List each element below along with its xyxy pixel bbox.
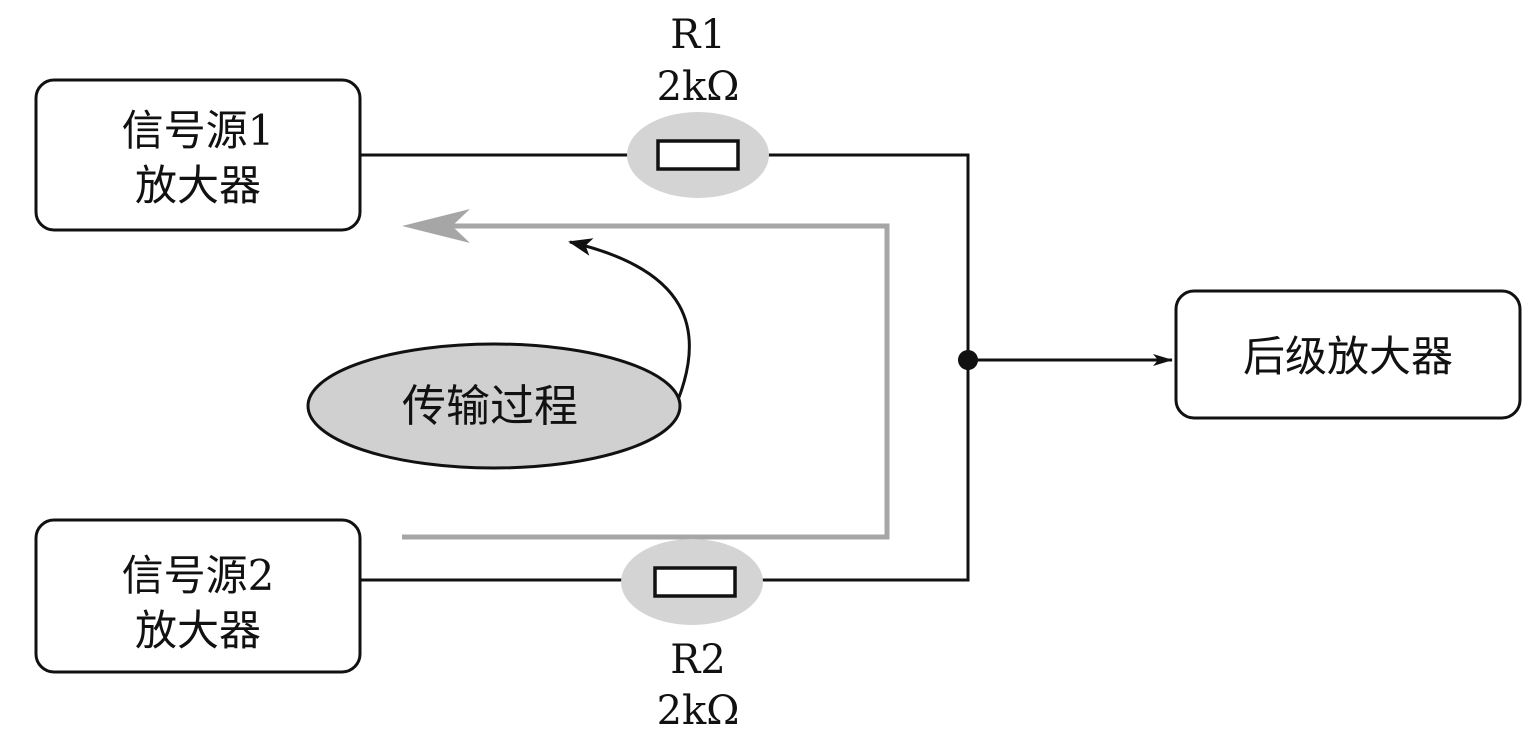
block-source2-amplifier: 信号源2 放大器: [34, 518, 362, 674]
r2-name: R2: [670, 637, 726, 683]
source2-line1: 信号源2: [122, 551, 275, 600]
block-post-amplifier: 后级放大器: [1174, 289, 1522, 420]
resistor-r2: R2 2kΩ: [621, 539, 763, 734]
transmission-arrowhead: [402, 209, 470, 243]
source1-line2: 放大器: [135, 161, 261, 210]
transmission-oval: [306, 342, 682, 470]
resistor-r1: R1 2kΩ: [627, 12, 769, 198]
post-amp-label: 后级放大器: [1243, 332, 1453, 381]
block-source1-amplifier: 信号源1 放大器: [34, 78, 362, 232]
transmission-path: [402, 223, 890, 540]
source1-line1: 信号源1: [122, 106, 275, 155]
r1-body: [656, 139, 740, 171]
transmission-label: 传输过程: [402, 381, 578, 432]
r2-value: 2kΩ: [657, 688, 740, 734]
source1-box: [34, 78, 362, 232]
curved-arrow: [568, 238, 691, 401]
source2-line2: 放大器: [135, 606, 261, 655]
r2-body: [653, 566, 737, 598]
post-amp-box: [1174, 289, 1522, 420]
source2-box: [34, 518, 362, 674]
r1-value: 2kΩ: [657, 64, 740, 110]
junction-dot: [958, 350, 978, 370]
transmission-annotation: 传输过程: [306, 238, 691, 470]
r1-name: R1: [670, 12, 726, 58]
